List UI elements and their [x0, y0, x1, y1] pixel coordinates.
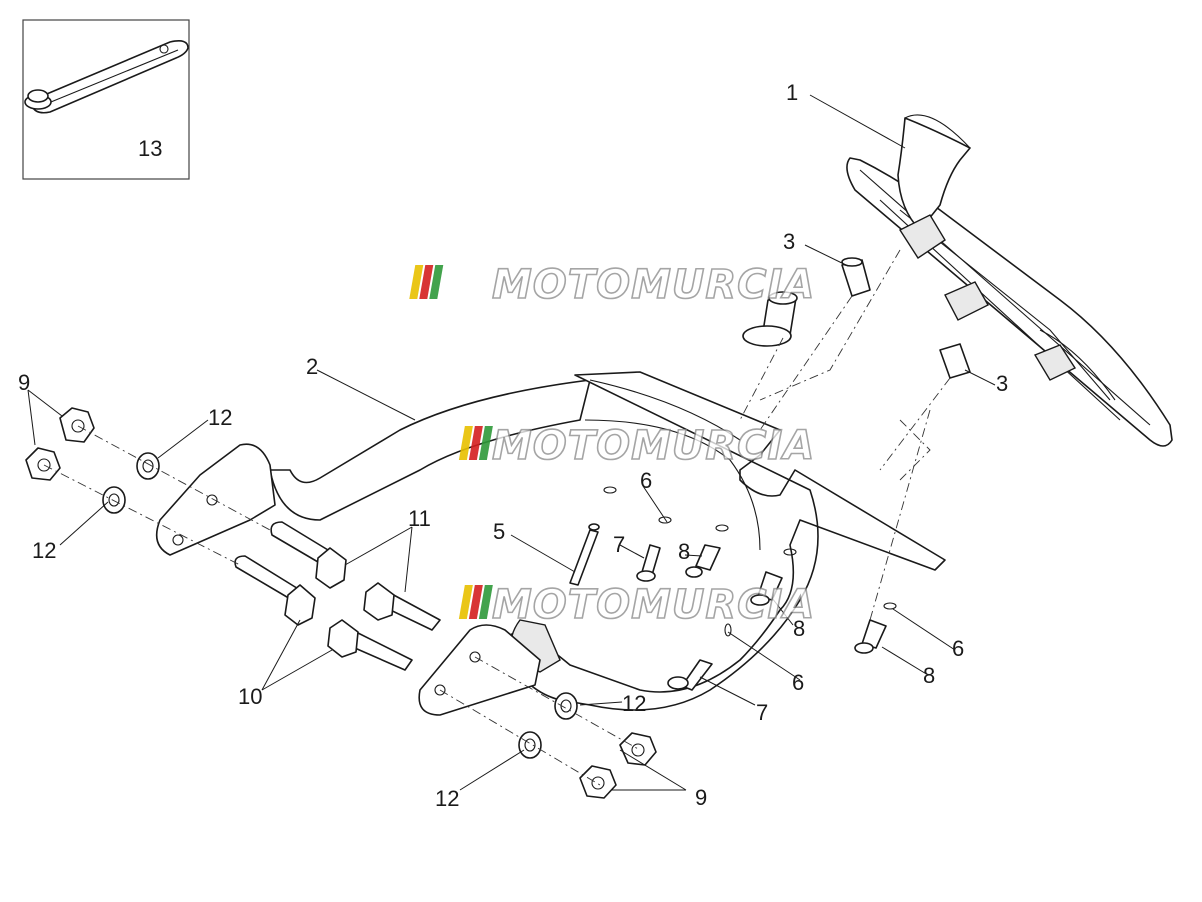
nuts-part-9	[25, 407, 657, 799]
callout-10: 10	[238, 684, 262, 709]
license-plate-holder	[846, 114, 1173, 447]
watermark-bottom: MOTOMURCIA	[458, 581, 815, 629]
inset-box-part-13	[22, 19, 190, 180]
callout-7-a: 7	[613, 532, 625, 557]
callout-2: 2	[306, 354, 318, 379]
watermark-text-top: MOTOMURCIA	[492, 262, 815, 308]
callout-12-c: 12	[622, 691, 646, 716]
callout-1: 1	[786, 80, 798, 105]
washers-part-12	[102, 452, 578, 759]
callout-3-upper: 3	[783, 229, 795, 254]
callout-13: 13	[138, 136, 162, 161]
watermark-text-bottom: MOTOMURCIA	[492, 582, 815, 628]
watermark-middle: MOTOMURCIA	[458, 422, 815, 470]
callout-12-a: 12	[208, 405, 232, 430]
callout-8-a: 8	[678, 539, 690, 564]
spacer-parts-3	[742, 257, 971, 379]
callout-12-d: 12	[435, 786, 459, 811]
watermark-top: MOTOMURCIA	[409, 261, 815, 309]
small-hardware	[569, 486, 897, 691]
callout-6-a: 6	[640, 468, 652, 493]
watermark-text-middle: MOTOMURCIA	[492, 423, 815, 469]
callout-9-left: 9	[18, 370, 30, 395]
callout-5: 5	[493, 519, 505, 544]
callout-6-b: 6	[792, 670, 804, 695]
callout-7-b: 7	[756, 700, 768, 725]
callout-11: 11	[408, 506, 431, 531]
callout-12-b: 12	[32, 538, 56, 563]
bolts-parts-10-11	[234, 521, 441, 671]
callout-8-b: 8	[793, 616, 805, 641]
leader-lines	[27, 94, 996, 791]
callout-labels: 1 2 3 3 5 6 6 6 7 7 8 8 8 9 9 10 11 12 1…	[18, 80, 1008, 811]
callout-9-right: 9	[695, 785, 707, 810]
callout-3-lower: 3	[996, 371, 1008, 396]
callout-8-c: 8	[923, 663, 935, 688]
bracket-plate-left	[155, 443, 276, 556]
bracket-plate-right	[418, 624, 541, 716]
callout-6-c: 6	[952, 636, 964, 661]
assembly-axes	[43, 249, 951, 786]
